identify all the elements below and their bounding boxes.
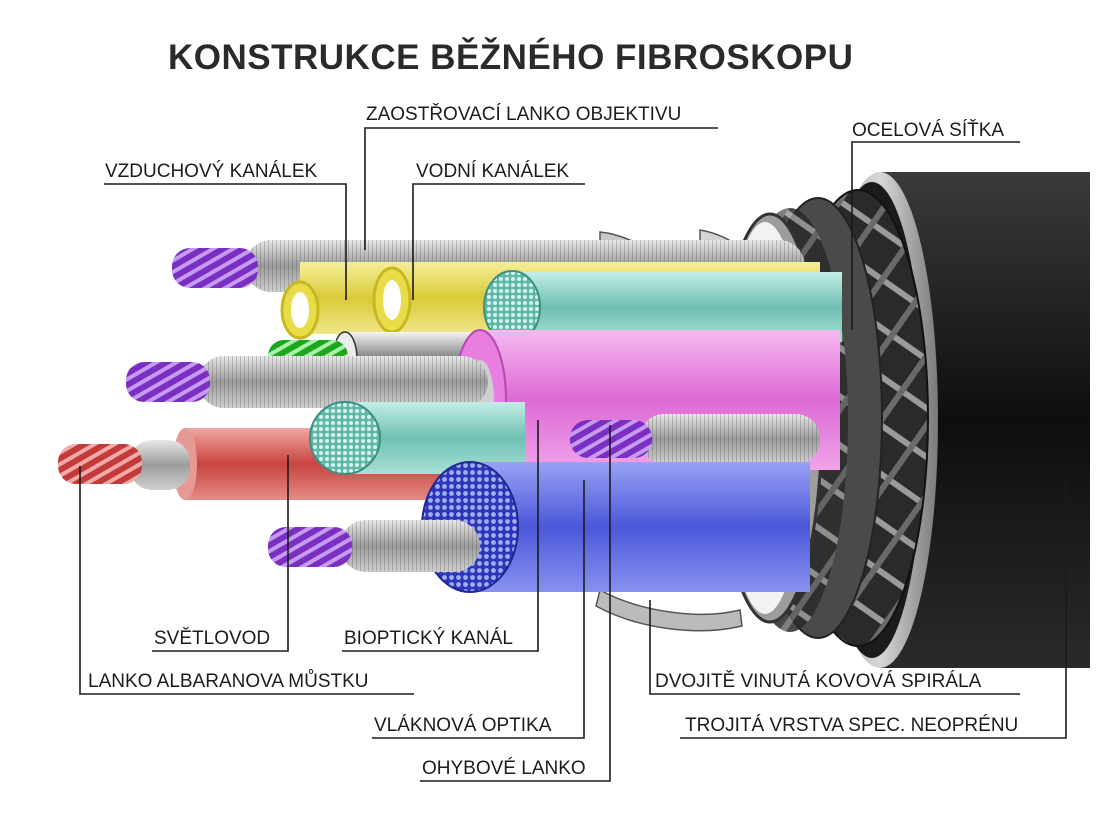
label-focus-cable: ZAOSTŘOVACÍ LANKO OBJEKTIVU: [366, 104, 682, 125]
label-steel-mesh: OCELOVÁ SÍŤKA: [852, 120, 1005, 141]
inner-coil-wire: [570, 414, 820, 464]
lower-coil-wire: [268, 520, 480, 572]
label-water-channel: VODNÍ KANÁLEK: [416, 161, 570, 182]
label-double-spiral: DVOJITĚ VINUTÁ KOVOVÁ SPIRÁLA: [655, 671, 982, 692]
label-light-guide: SVĚTLOVOD: [154, 628, 271, 649]
label-air-channel: VZDUCHOVÝ KANÁLEK: [105, 161, 318, 182]
label-bioptic-channel: BIOPTICKÝ KANÁL: [344, 628, 513, 649]
label-bending-cable: OHYBOVÉ LANKO: [422, 758, 586, 779]
blue-fiber-optics-bundle: [421, 461, 810, 593]
lower-teal-fiber-bundle: [309, 401, 525, 475]
label-neoprene-layer: TROJITÁ VRSTVA SPEC. NEOPRÉNU: [685, 715, 1019, 736]
middle-coil-wire: [126, 356, 488, 408]
leader-lines: [79, 127, 1067, 782]
label-albaran-cable: LANKO ALBARANOVA MŮSTKU: [88, 671, 369, 692]
label-fiber-optics: VLÁKNOVÁ OPTIKA: [374, 715, 552, 736]
diagram-title: KONSTRUKCE BĚŽNÉHO FIBROSKOPU: [168, 38, 854, 77]
